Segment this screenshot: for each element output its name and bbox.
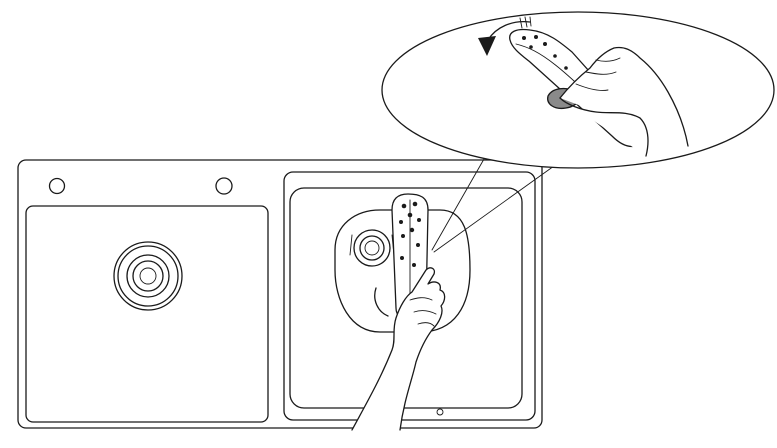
faucet-hole-icon xyxy=(48,177,233,195)
callout-lines xyxy=(431,151,555,253)
right-basin xyxy=(283,171,536,421)
hand-icon xyxy=(351,267,446,431)
left-basin xyxy=(25,205,269,423)
zoom-hand xyxy=(559,46,689,157)
sink-outline xyxy=(17,159,543,429)
rotate-arrow-icon xyxy=(478,16,532,56)
drain-icon xyxy=(113,241,183,311)
